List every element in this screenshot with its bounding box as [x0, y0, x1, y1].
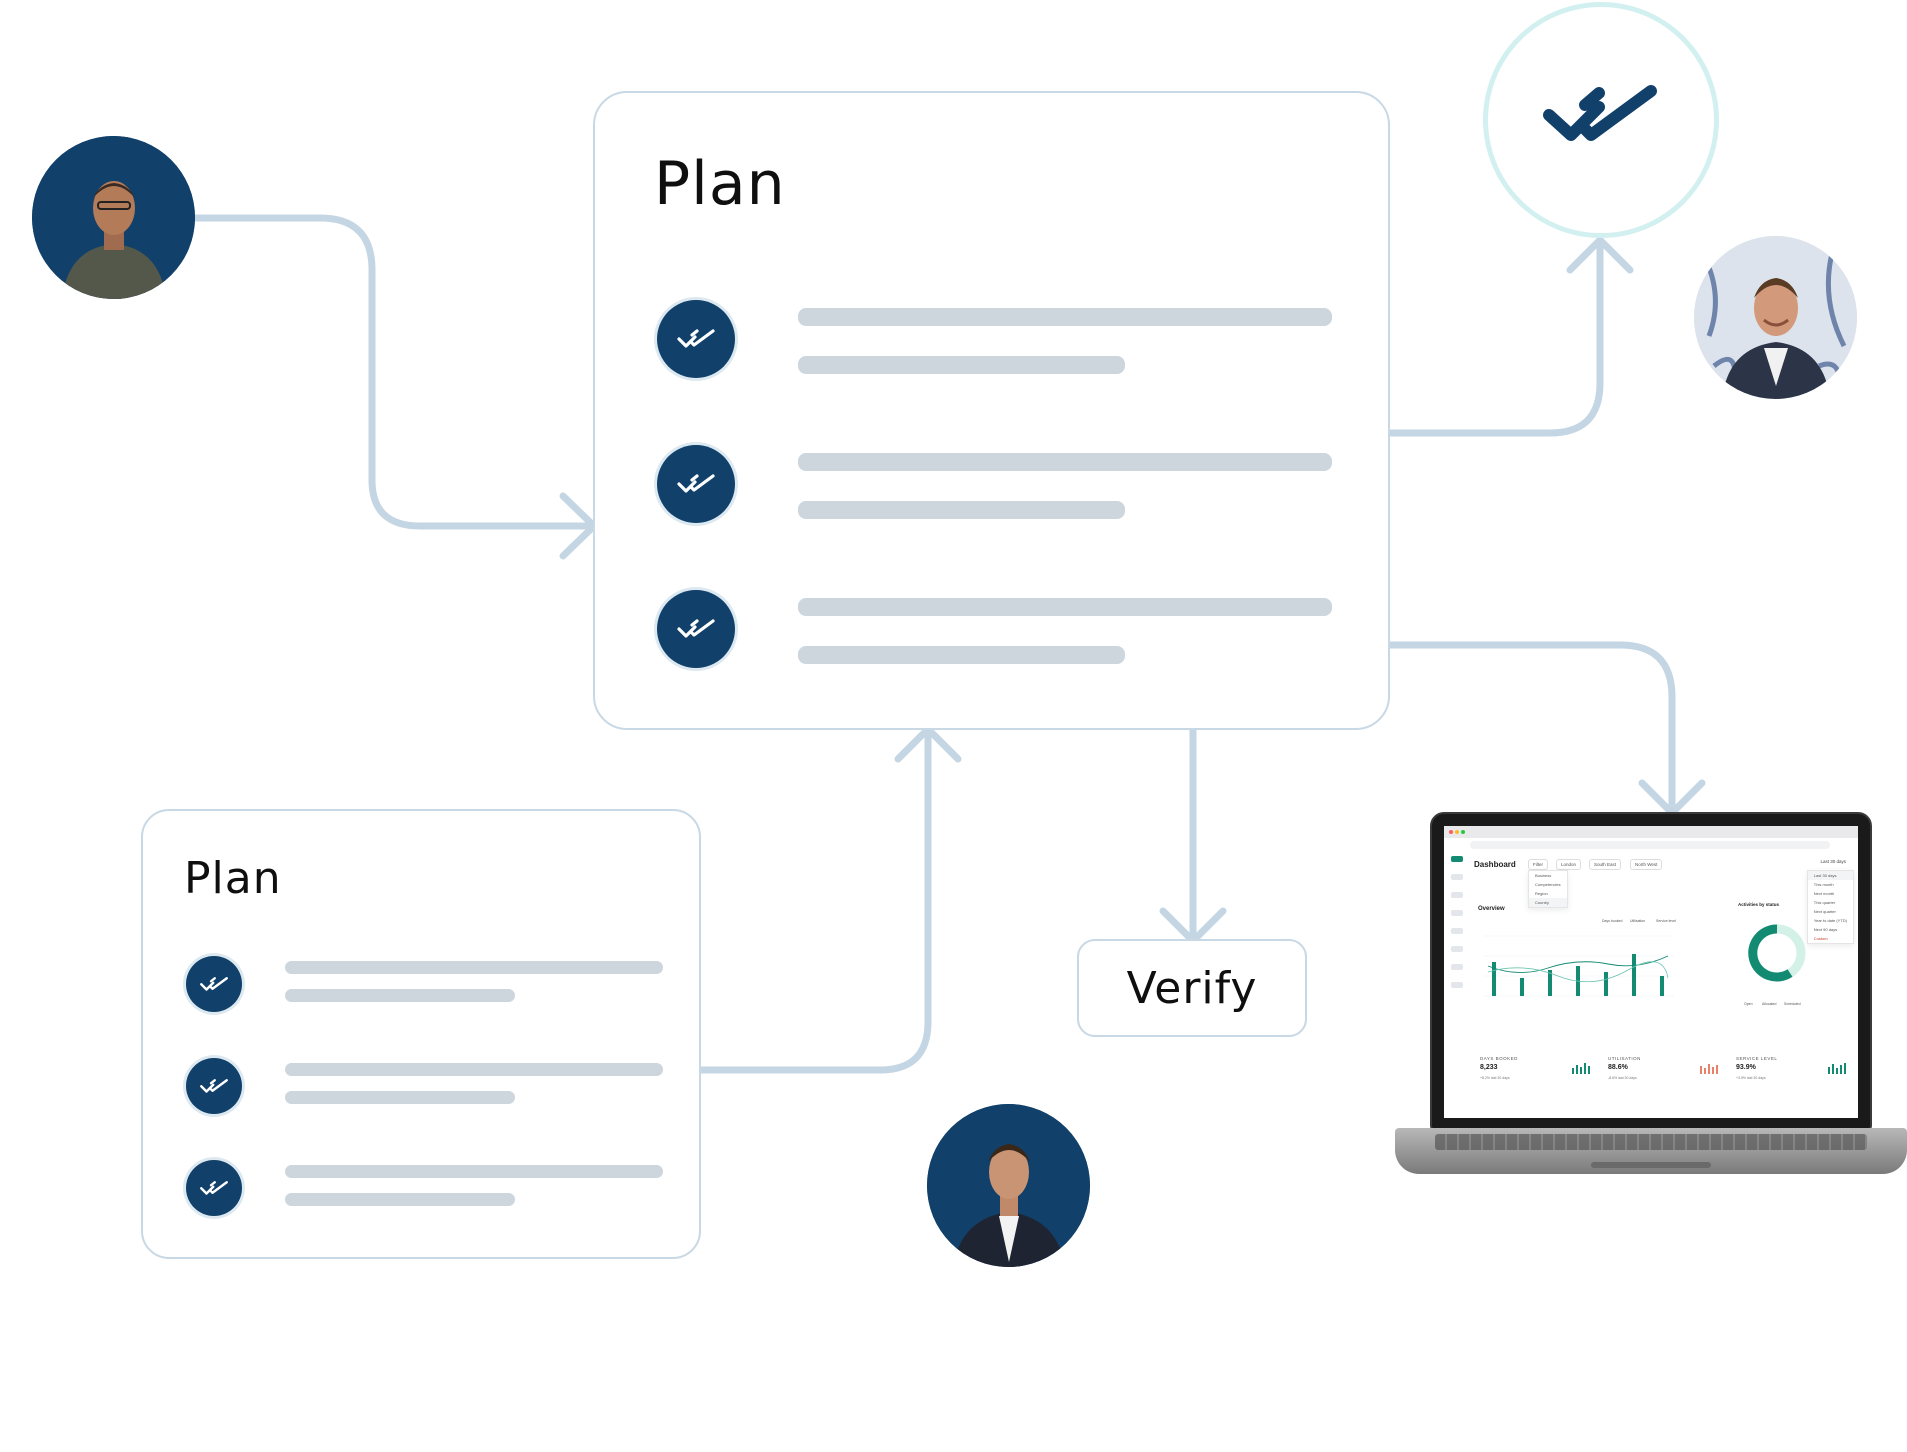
status-donut [1748, 924, 1806, 982]
app-title: Dashboard [1474, 860, 1516, 869]
overview-legend-0: Days booked [1602, 919, 1623, 923]
date-menu: Last 30 days This month Next month This … [1806, 870, 1854, 944]
check-badge [657, 445, 735, 523]
kpi-sub: +8.2% last 30 days [1480, 1076, 1510, 1080]
date-menu-item[interactable]: Next 90 days [1813, 927, 1838, 932]
chip-2[interactable]: North West [1630, 859, 1663, 870]
arrowhead-up [1566, 236, 1634, 274]
date-menu-item[interactable]: Next quarter [1813, 909, 1836, 914]
placeholder-line-short [798, 501, 1125, 519]
app-sidebar [1446, 856, 1468, 1106]
person-photo-3 [927, 1104, 1090, 1267]
check-badge [657, 300, 735, 378]
kpi-card: UTILISATION 88.6% -8.6% last 30 days [1602, 1048, 1728, 1098]
kpi-sub: +3.5% last 30 days [1736, 1076, 1766, 1080]
double-check-icon [677, 329, 715, 348]
overview-legend-1: Utilisation [1630, 919, 1646, 923]
filter-button[interactable]: Filter [1528, 859, 1548, 870]
check-badge [186, 1160, 242, 1216]
double-check-icon [677, 619, 715, 638]
mini-bars [1572, 1063, 1590, 1074]
kpi-label: UTILISATION [1608, 1056, 1641, 1061]
mini-bars [1828, 1063, 1846, 1074]
placeholder-line-long [798, 453, 1332, 471]
date-menu-item[interactable]: This month [1813, 882, 1834, 887]
placeholder-line-long [798, 308, 1332, 326]
placeholder-line-short [798, 646, 1125, 664]
filter-menu-item[interactable]: Competencies [1535, 882, 1561, 887]
laptop-keyboard [1435, 1134, 1867, 1150]
double-check-icon [200, 1180, 228, 1195]
filter-menu-item[interactable]: Region [1535, 891, 1548, 896]
person-photo-2 [1694, 236, 1857, 399]
check-badge [657, 590, 735, 668]
date-menu-item[interactable]: Next month [1813, 891, 1835, 896]
check-badge [186, 1058, 242, 1114]
filter-menu-item[interactable]: Business [1535, 873, 1552, 878]
overview-legend-2: Service level [1656, 919, 1676, 923]
kpi-label: SERVICE LEVEL [1736, 1056, 1778, 1061]
date-menu-item[interactable]: Last 30 days [1807, 871, 1853, 880]
placeholder-line-long [285, 1165, 663, 1178]
placeholder-line-long [285, 961, 663, 974]
placeholder-line-short [285, 1193, 515, 1206]
placeholder-line-long [798, 598, 1332, 616]
kpi-value: 88.6% [1608, 1064, 1628, 1071]
kpi-label: DAYS BOOKED [1480, 1056, 1518, 1061]
laptop-screen: Dashboard Filter London South East North… [1444, 826, 1858, 1118]
placeholder-line-short [285, 1091, 515, 1104]
double-check-icon [1543, 85, 1657, 141]
verify-label: Verify [1126, 962, 1258, 1014]
connector-plan-to-laptop [1386, 641, 1676, 814]
browser-address-bar[interactable] [1470, 841, 1830, 849]
connector-plan-to-done [1384, 236, 1604, 437]
double-check-icon [200, 1078, 228, 1093]
kpi-value: 93.9% [1736, 1064, 1756, 1071]
placeholder-line-short [798, 356, 1125, 374]
placeholder-line-long [285, 1063, 663, 1076]
date-menu-item[interactable]: Year to date (YTD) [1813, 918, 1847, 923]
mini-bars [1700, 1064, 1718, 1074]
status-legend-1: Allocated [1762, 1002, 1777, 1006]
kpi-value: 8,233 [1480, 1064, 1498, 1071]
browser-tabbar [1444, 826, 1858, 838]
overview-title: Overview [1478, 906, 1505, 912]
laptop: Dashboard Filter London South East North… [1395, 812, 1907, 1187]
laptop-notch [1591, 1162, 1711, 1168]
date-menu-item[interactable]: Custom [1813, 936, 1828, 941]
filter-menu-item[interactable]: Country [1529, 898, 1567, 907]
chip-0[interactable]: London [1556, 859, 1582, 870]
done-badge [1483, 2, 1719, 238]
main-plan-card: Plan [593, 91, 1390, 730]
kpi-card: SERVICE LEVEL 93.9% +3.5% last 30 days [1730, 1048, 1856, 1098]
secondary-plan-card: Plan [141, 809, 701, 1259]
kpi-card: DAYS BOOKED 8,233 +8.2% last 30 days [1474, 1048, 1600, 1098]
kpi-sub: -8.6% last 30 days [1608, 1076, 1637, 1080]
connector-avatar-to-plan [191, 214, 596, 530]
main-plan-title: Plan [654, 149, 786, 219]
laptop-lid: Dashboard Filter London South East North… [1430, 812, 1872, 1130]
double-check-icon [677, 474, 715, 493]
filter-menu: Business Competencies Region Country [1528, 870, 1568, 908]
connector-subplan-to-plan [696, 726, 932, 1074]
status-legend-0: Open [1744, 1002, 1753, 1006]
person-photo-1 [32, 136, 195, 299]
verify-box: Verify [1077, 939, 1307, 1037]
date-menu-item[interactable]: This quarter [1813, 900, 1836, 905]
person-avatar-1 [32, 136, 195, 299]
person-avatar-3 [927, 1104, 1090, 1267]
secondary-plan-title: Plan [184, 853, 282, 904]
status-legend-2: Scheduled [1784, 1002, 1801, 1006]
placeholder-line-short [285, 989, 515, 1002]
double-check-icon [200, 976, 228, 991]
person-avatar-2 [1694, 236, 1857, 399]
status-title: Activities by status [1738, 902, 1780, 907]
date-range-select[interactable]: Last 30 days [1820, 859, 1846, 864]
overview-chart [1484, 935, 1674, 997]
chip-1[interactable]: South East [1589, 859, 1622, 870]
check-badge [186, 956, 242, 1012]
